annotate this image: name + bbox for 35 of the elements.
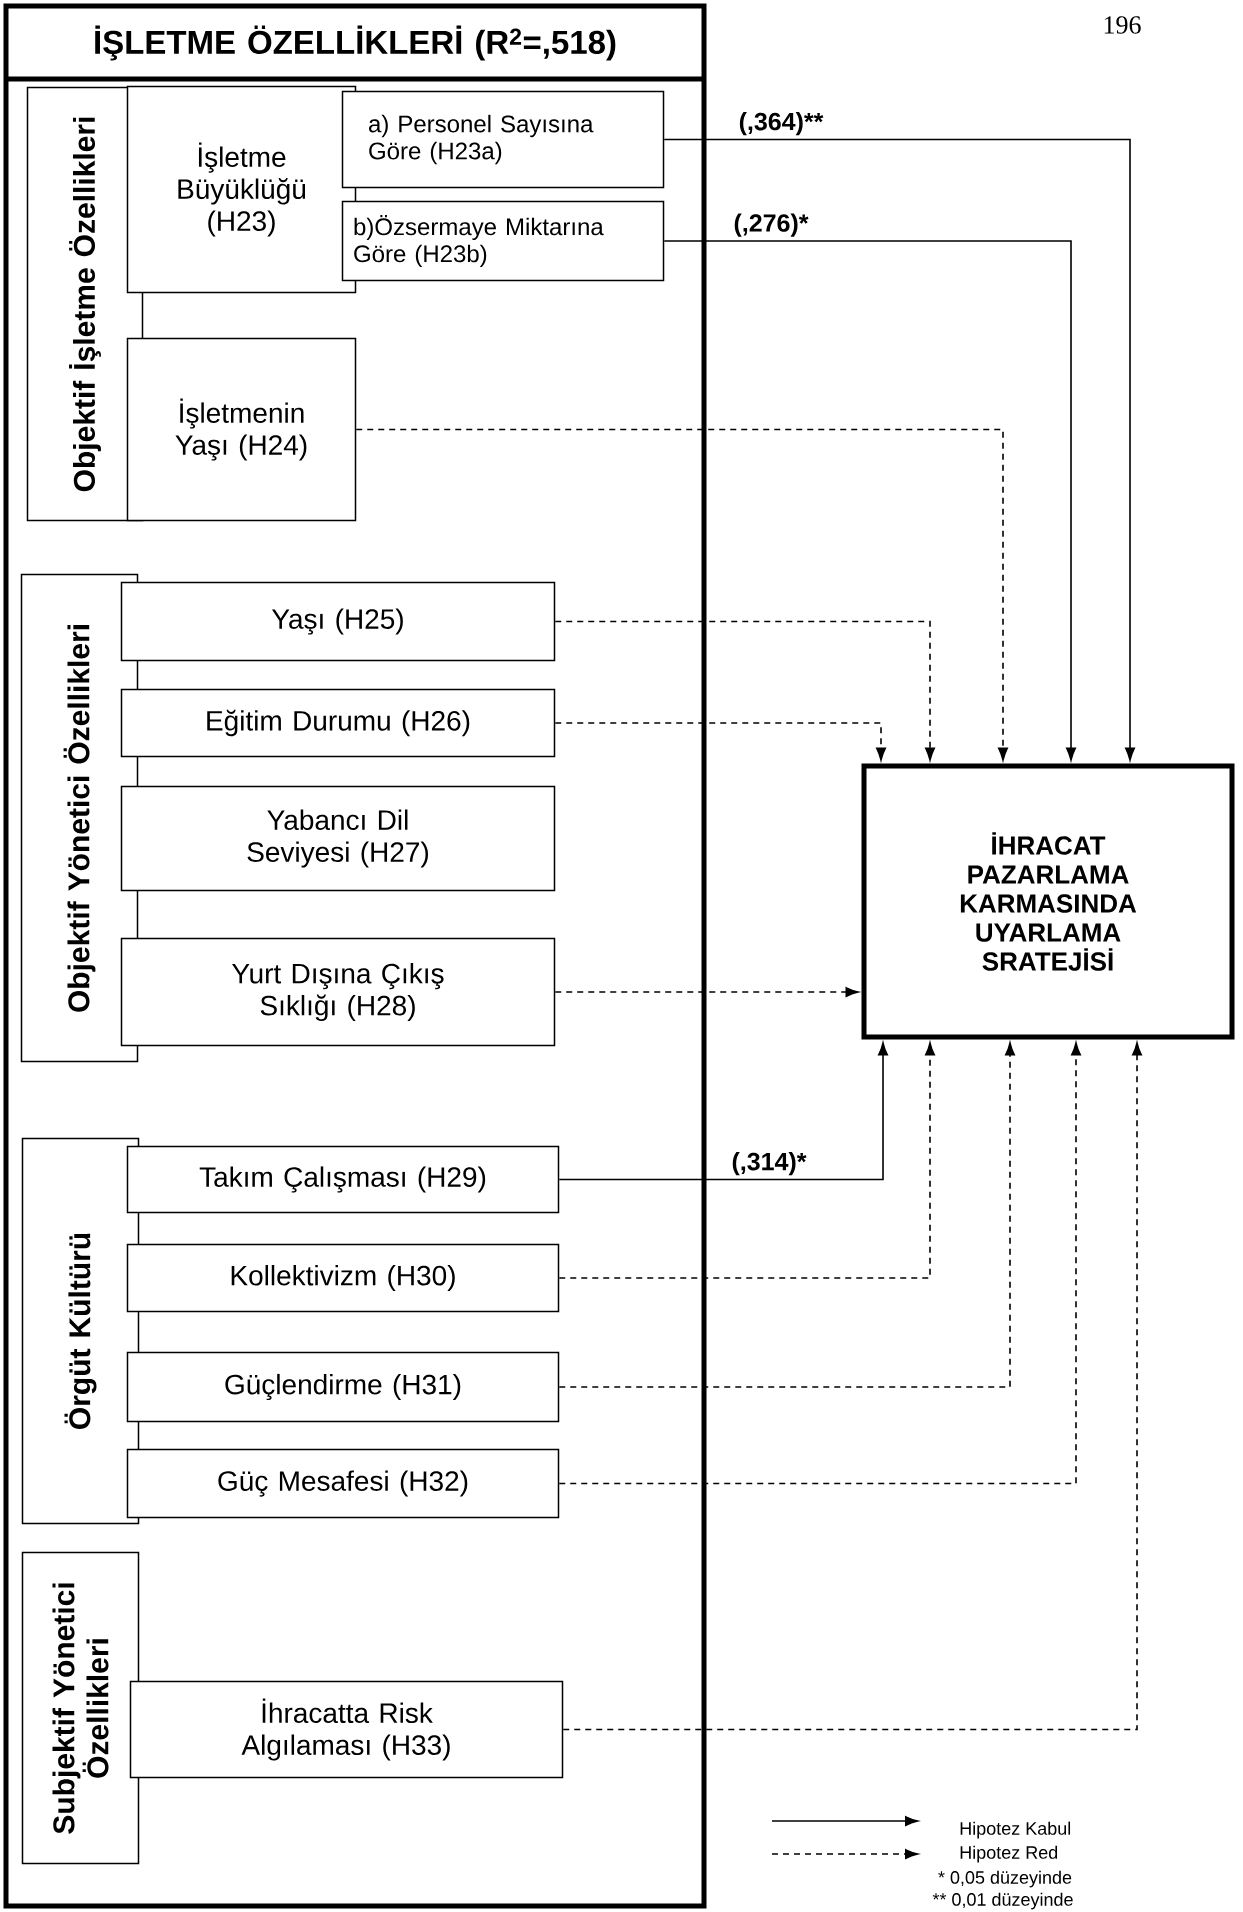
variable-box: İhracatta Risk Algılaması (H33) xyxy=(129,1680,564,1779)
arrow xyxy=(663,138,1135,761)
variable-box: Güç Mesafesi (H32) xyxy=(126,1448,560,1519)
edge-label: (,314)* xyxy=(730,1151,808,1177)
note-text: ** 0,01 düzeyinde xyxy=(932,1892,1073,1910)
variable-box: Takım Çalışması (H29) xyxy=(126,1145,560,1214)
edge-label: (,364)** xyxy=(737,111,825,137)
arrow xyxy=(558,1042,1015,1388)
arrow xyxy=(558,1042,888,1181)
category-band: Objektif Yönetici Özellikleri xyxy=(20,573,139,1063)
variable-box: Yaşı (H25) xyxy=(120,581,556,662)
arrow xyxy=(554,987,859,997)
page-number: 196 xyxy=(1104,16,1141,34)
variable-box: İşletmenin Yaşı (H24) xyxy=(126,337,357,522)
variable-box: Güçlendirme (H31) xyxy=(126,1351,560,1423)
variable-box: Yurt Dışına Çıkış Sıklığı (H28) xyxy=(120,937,556,1047)
variable-box: Kollektivizm (H30) xyxy=(126,1243,560,1313)
variable-box: a) Personel Sayısına Göre (H23a) xyxy=(341,90,665,189)
arrow xyxy=(663,240,1076,761)
edge-label: (,276)* xyxy=(732,212,810,238)
arrow xyxy=(355,428,1008,761)
arrow xyxy=(562,1042,1142,1731)
variable-box: Yabancı Dil Seviyesi (H27) xyxy=(120,785,556,892)
category-band: Örgüt Kültürü xyxy=(21,1137,140,1525)
variable-box: b)Özsermaye Miktarına Göre (H23b) xyxy=(341,200,665,282)
legend-text: Hipotez Red xyxy=(960,1845,1058,1863)
note-text: * 0,05 düzeyinde xyxy=(938,1870,1072,1888)
category-band: Subjektif Yönetici Özellikleri xyxy=(21,1551,140,1865)
arrow xyxy=(558,1042,935,1279)
arrow xyxy=(554,620,935,761)
legend-text: Hipotez Kabul xyxy=(960,1821,1071,1839)
arrow xyxy=(554,722,886,761)
arrow xyxy=(558,1042,1081,1485)
variable-box: Eğitim Durumu (H26) xyxy=(120,688,556,758)
outcome-box: İHRACAT PAZARLAMA KARMASINDA UYARLAMA SRATEJİSİ xyxy=(861,763,1235,1040)
